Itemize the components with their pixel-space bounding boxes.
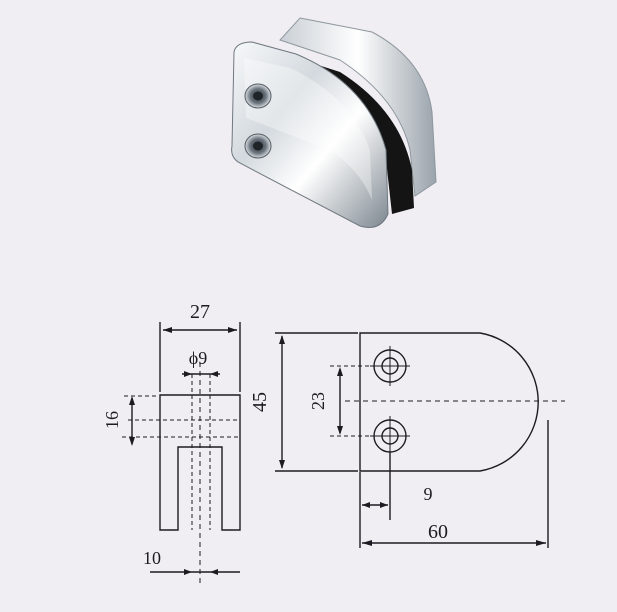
clamp-screw-bottom: [244, 133, 272, 159]
front-hole-offset-label: 9: [424, 484, 433, 504]
side-hole-dia-label: ϕ9: [189, 348, 207, 368]
front-view: [275, 332, 565, 548]
side-view: [122, 322, 241, 585]
front-length-label: 60: [428, 521, 448, 543]
front-view-hole-top: [370, 346, 410, 386]
clamp-screw-top: [244, 83, 272, 109]
glass-clamp-icon: [231, 17, 437, 228]
side-view-outline: [159, 394, 241, 531]
side-slot-label: 10: [143, 548, 161, 568]
front-height-label: 45: [249, 392, 271, 412]
front-view-hole-bottom: [370, 416, 410, 456]
side-width-label: 27: [190, 301, 210, 323]
front-hole-spacing-label: 23: [308, 392, 328, 410]
side-height-label: 16: [102, 411, 122, 429]
front-view-outline: [359, 332, 539, 472]
